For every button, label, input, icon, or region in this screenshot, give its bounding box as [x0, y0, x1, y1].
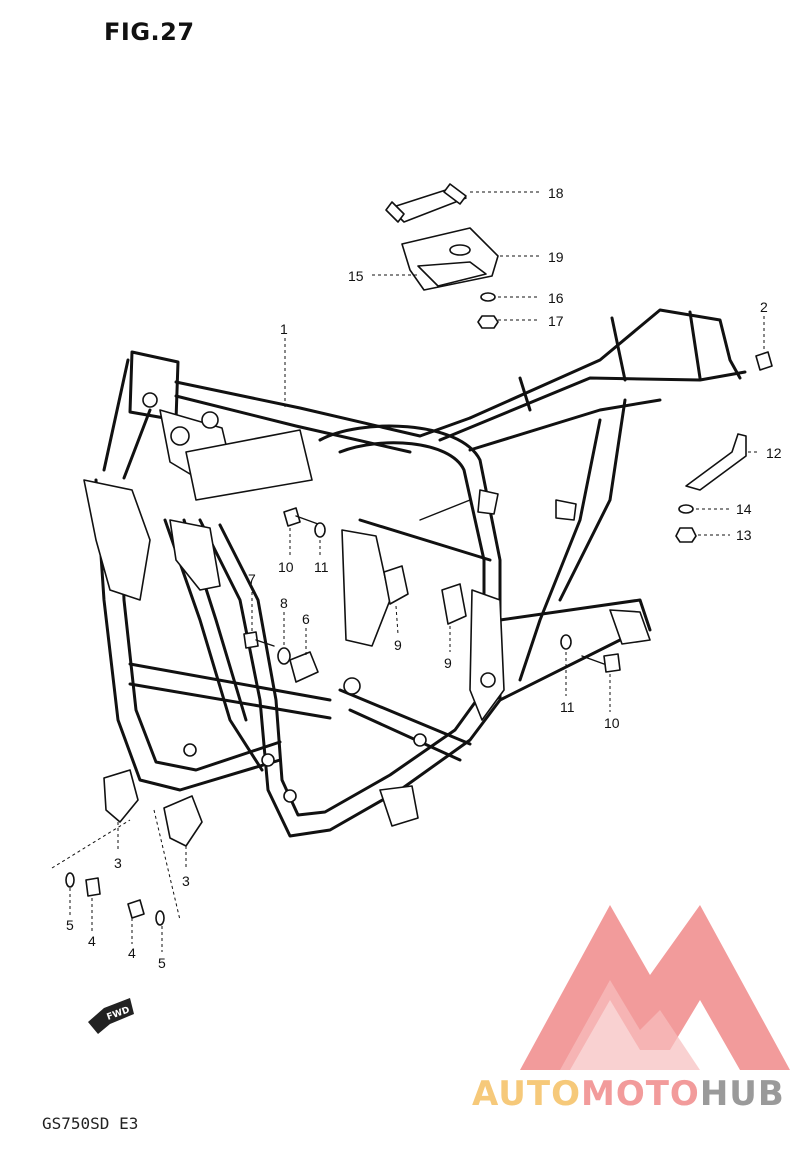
callout-3a: 3 — [114, 855, 122, 871]
plate-9-right-part — [441, 583, 467, 625]
callout-9a: 9 — [394, 637, 402, 653]
callout-10a: 10 — [278, 559, 294, 575]
plate-9-left-part — [383, 565, 409, 605]
bolt-4-right-part — [127, 899, 145, 919]
callout-5a: 5 — [66, 917, 74, 933]
callout-11b: 11 — [560, 699, 575, 715]
washer-16-part — [480, 292, 496, 302]
bracket-12-part — [685, 433, 747, 491]
callout-9b: 9 — [444, 655, 452, 671]
bolt-10-upper-part — [283, 507, 319, 527]
watermark-text: AUTOMOTOHUB — [472, 1074, 785, 1114]
callout-6: 6 — [302, 611, 310, 627]
motorcycle-frame — [83, 308, 747, 838]
callout-4b: 4 — [128, 945, 136, 961]
callout-15: 15 — [348, 268, 364, 284]
bolt-13-part — [675, 527, 697, 543]
callout-10b: 10 — [604, 715, 620, 731]
callout-11a: 11 — [314, 559, 329, 575]
callout-18: 18 — [548, 185, 564, 201]
washer-5-right-part — [155, 910, 165, 926]
callout-16: 16 — [548, 290, 564, 306]
model-code: GS750SD E3 — [42, 1114, 139, 1133]
tray-holder-part — [417, 261, 487, 287]
callout-4a: 4 — [88, 933, 96, 949]
callout-1: 1 — [280, 321, 288, 337]
watermark-hub: HUB — [699, 1074, 785, 1114]
nut-17-part — [477, 315, 499, 329]
seat-strap-part — [385, 183, 467, 223]
bolt-4-left-part — [85, 877, 101, 897]
callout-17: 17 — [548, 313, 564, 329]
washer-11-upper-part — [314, 522, 326, 538]
cap-2-part — [755, 351, 773, 371]
bolt-10-lower-part — [581, 653, 621, 673]
callout-2: 2 — [760, 299, 768, 315]
washer-5-left-part — [65, 872, 75, 888]
washer-14-part — [678, 504, 694, 514]
bracket-3-right-part — [163, 795, 203, 847]
leader-lines — [51, 191, 765, 952]
bracket-3-left-part — [103, 769, 139, 823]
watermark-moto: MOTO — [580, 1074, 700, 1114]
figure-title: FIG.27 — [104, 18, 195, 46]
washer-8-part — [277, 647, 291, 665]
washer-11-lower-part — [560, 634, 572, 650]
callout-5b: 5 — [158, 955, 166, 971]
callout-8: 8 — [280, 595, 288, 611]
callout-19: 19 — [548, 249, 564, 265]
callout-12: 12 — [766, 445, 782, 461]
plate-6-part — [289, 651, 319, 683]
watermark-auto: AUTO — [472, 1074, 581, 1114]
bolt-7-part — [243, 631, 275, 649]
callout-7: 7 — [248, 571, 256, 587]
callout-3b: 3 — [182, 873, 190, 889]
callout-14: 14 — [736, 501, 752, 517]
callout-13: 13 — [736, 527, 752, 543]
